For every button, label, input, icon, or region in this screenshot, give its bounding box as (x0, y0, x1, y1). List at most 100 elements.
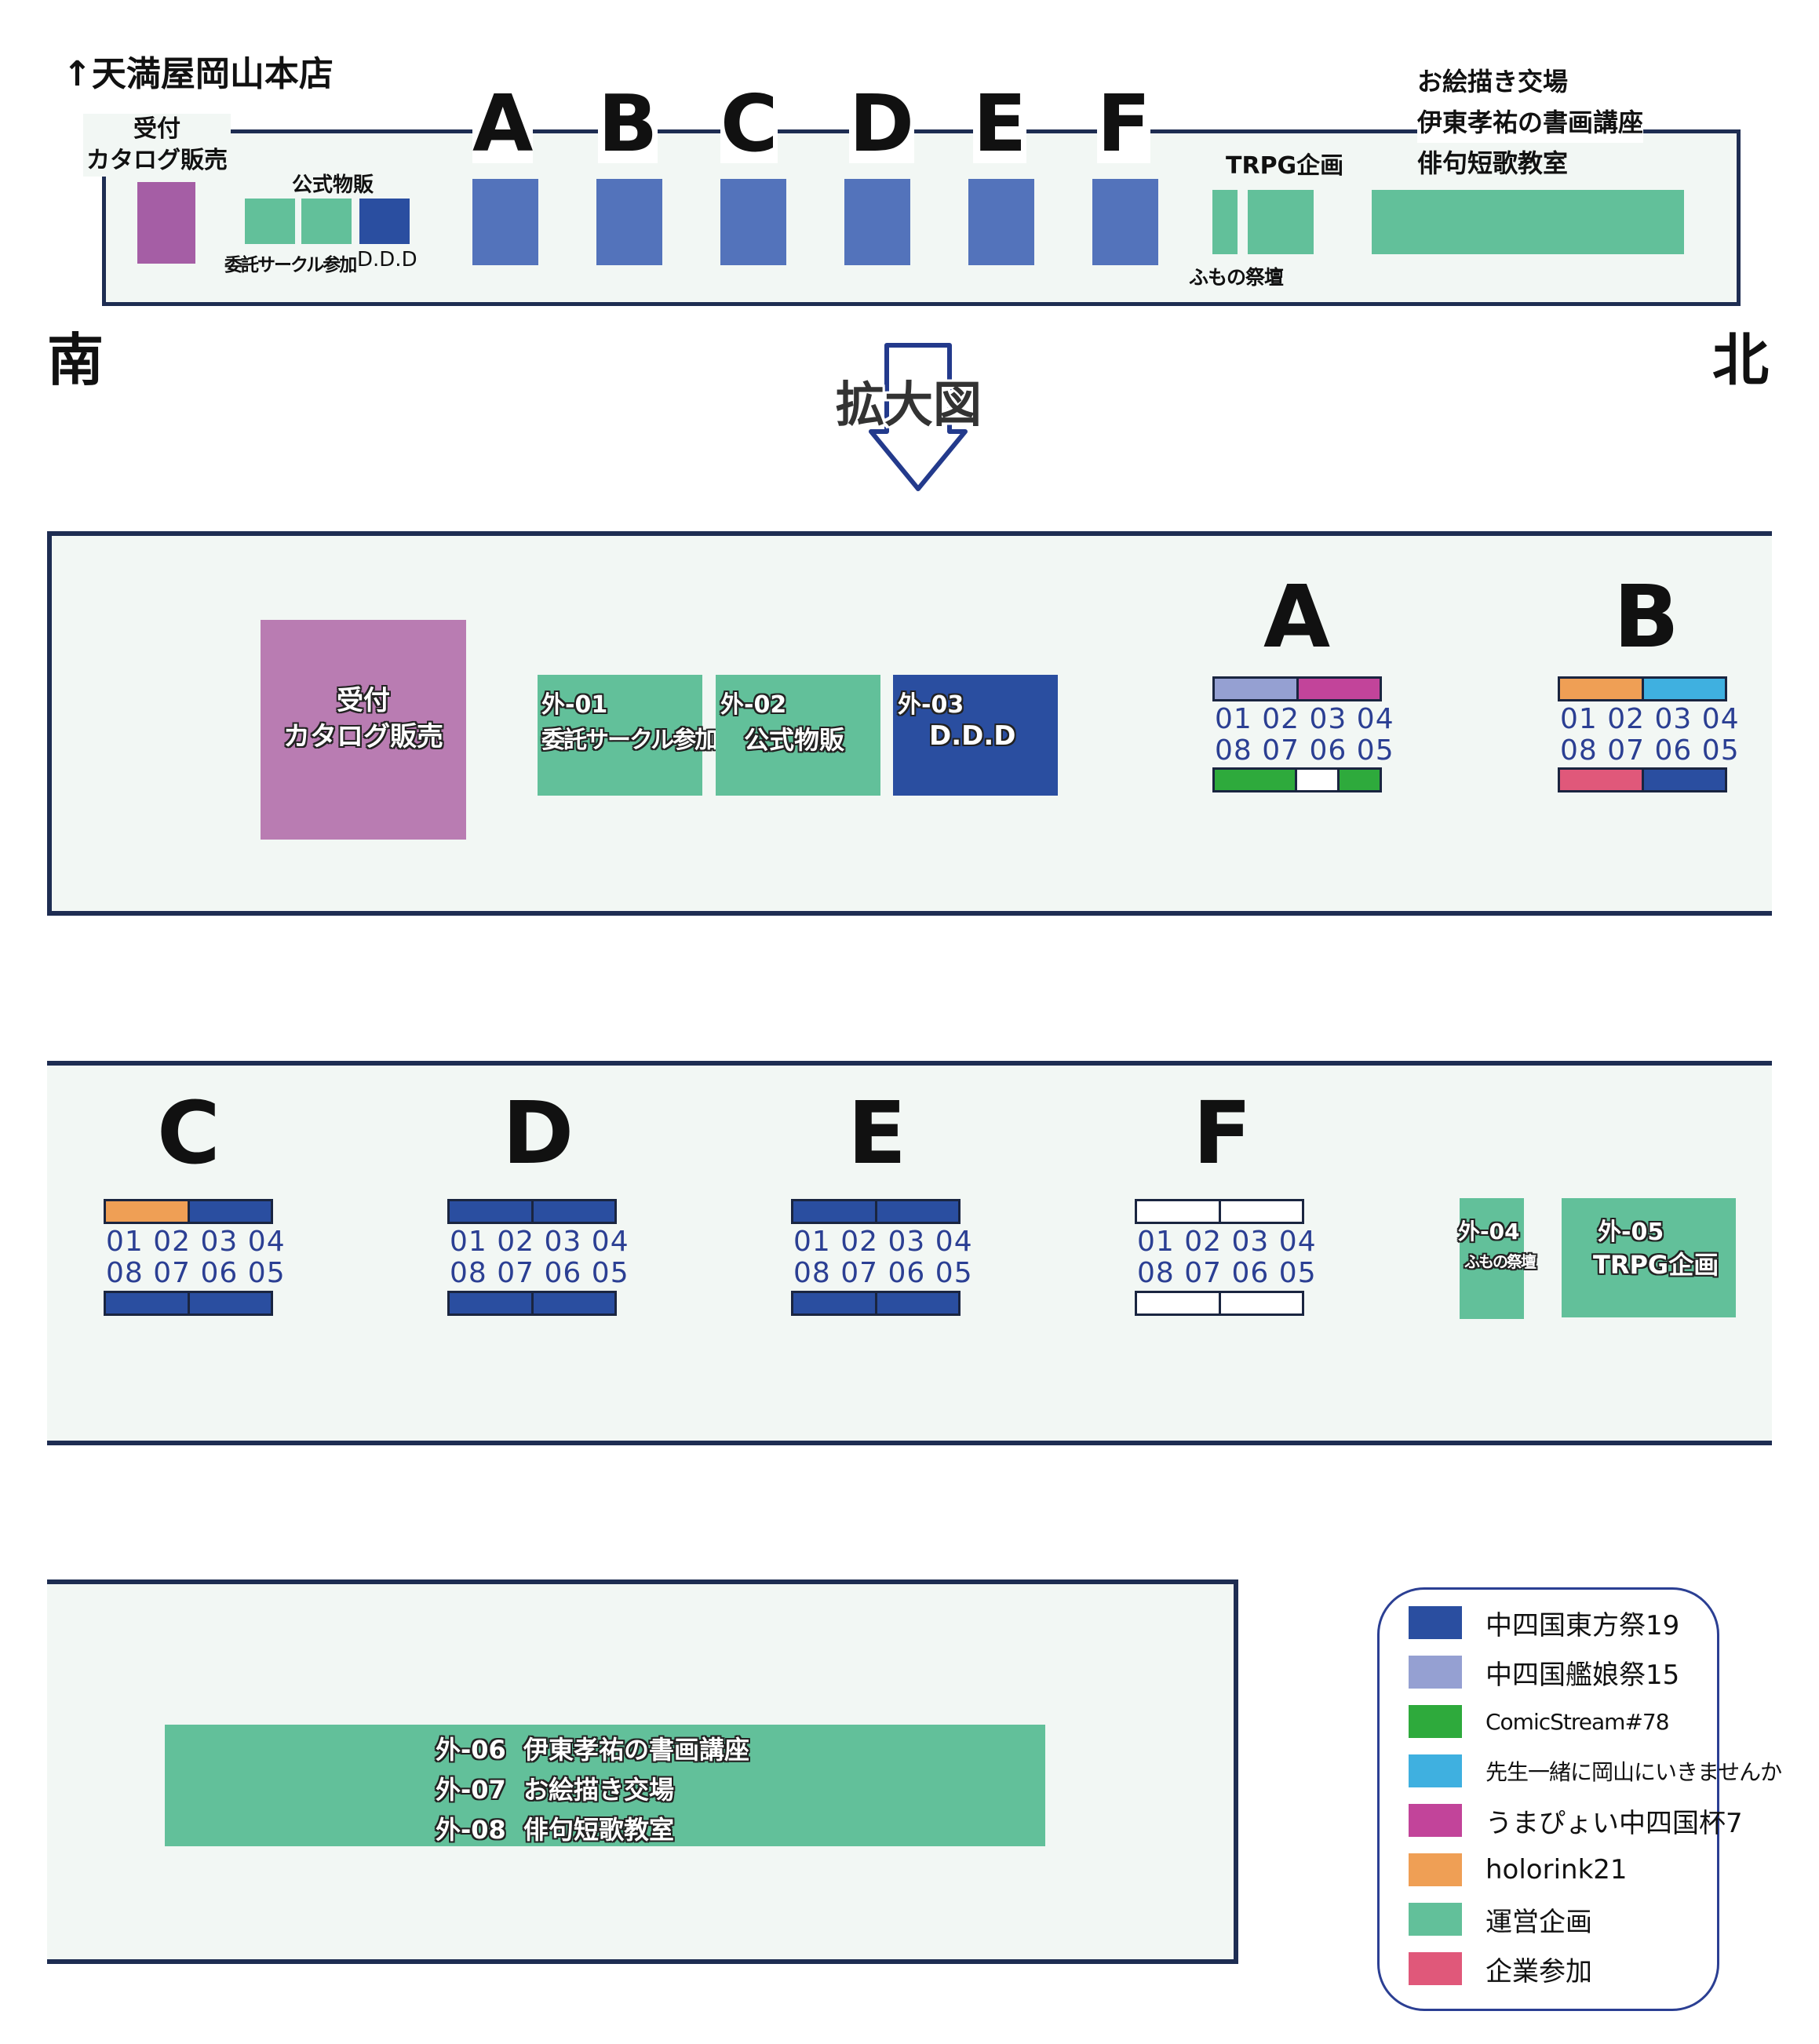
overview-events-label: お絵描き交場 伊東孝祐の書画講座 俳句短歌教室 (1417, 67, 1644, 178)
zoom-g05-name: TRPG企画 (1593, 1250, 1719, 1280)
overview-ddd-label: D.D.D (357, 248, 417, 271)
legend-label: 中四国東方祭19 (1485, 1609, 1680, 1641)
legend-item: うまぴょい中四国杯7 (1409, 1804, 1743, 1839)
zoom-g01-code: 外-01 (541, 691, 608, 719)
overview-island-f (1092, 179, 1158, 265)
island-a-top-left (1215, 679, 1296, 699)
island-f-bottom-left (1137, 1293, 1219, 1313)
overview-letter-e: E (973, 78, 1027, 169)
store-direction-label: ↑天満屋岡山本店 (63, 54, 334, 94)
island-d-top-right (530, 1201, 614, 1222)
legend-swatch (1409, 1656, 1462, 1689)
island-b-letter: B (1613, 567, 1679, 667)
overview-ddd-block (359, 199, 410, 244)
legend-swatch (1409, 1754, 1462, 1787)
zoom-reception-label: 受付 カタログ販売 (283, 685, 443, 752)
legend-label: 中四国艦娘祭15 (1485, 1659, 1680, 1691)
island-f-top-left (1137, 1201, 1219, 1222)
island-a-bottom-right (1337, 770, 1380, 790)
island-f-bottom-right (1218, 1293, 1302, 1313)
island-d-bottom-right (530, 1293, 614, 1313)
legend-swatch (1409, 1853, 1462, 1886)
overview-letter-c: C (720, 78, 778, 169)
legend-swatch (1409, 1903, 1462, 1936)
overview-trpg-block (1248, 190, 1314, 254)
zoom-g02-code: 外-02 (720, 691, 787, 719)
island-d-top-left (450, 1201, 531, 1222)
legend-item: 中四国東方祭19 (1409, 1606, 1680, 1641)
island-b-bottom-bar (1558, 767, 1727, 792)
island-a-bottom-left (1215, 770, 1295, 790)
island-c-top-right (187, 1201, 271, 1222)
island-a-top-right (1296, 679, 1380, 699)
island-f-bottom-numbers: 08 07 06 05 (1137, 1257, 1317, 1289)
overview-events-block (1372, 190, 1684, 254)
island-c-bottom-numbers: 08 07 06 05 (106, 1257, 286, 1289)
island-e-top-left (793, 1201, 875, 1222)
island-b-top-numbers: 01 02 03 04 (1560, 703, 1740, 735)
island-c-bottom-bar (104, 1291, 273, 1316)
island-d-top-bar (447, 1199, 617, 1224)
island-c-letter: C (157, 1083, 221, 1183)
island-a-bottom-numbers: 08 07 06 05 (1215, 734, 1394, 767)
zoom-events-block (165, 1725, 1045, 1846)
island-b-bottom-left (1560, 770, 1642, 790)
legend-swatch (1409, 1705, 1462, 1738)
legend-item: ComicStream#78 (1409, 1705, 1670, 1738)
overview-official-block (301, 199, 352, 244)
island-e-bottom-bar (791, 1291, 961, 1316)
island-b-top-bar (1558, 676, 1727, 701)
zoom-reception-block (261, 620, 466, 840)
overview-letter-a: A (472, 78, 534, 169)
island-d-bottom-bar (447, 1291, 617, 1316)
legend-label: 運営企画 (1485, 1906, 1592, 1938)
island-e-top-numbers: 01 02 03 04 (793, 1226, 973, 1258)
island-b-top-left (1560, 679, 1642, 699)
island-c-top-numbers: 01 02 03 04 (106, 1226, 286, 1258)
island-f-top-bar (1135, 1199, 1304, 1224)
overview-official-label: 公式物販 (292, 173, 374, 197)
island-e-bottom-right (874, 1293, 958, 1313)
island-a-top-numbers: 01 02 03 04 (1215, 703, 1394, 735)
overview-consign-block (245, 199, 295, 244)
island-e-letter: E (848, 1083, 907, 1183)
overview-letter-b: B (598, 78, 658, 169)
zoom-g02-name: 公式物販 (744, 725, 845, 755)
zoom-g04-code: 外-04 (1458, 1219, 1520, 1244)
island-a-bottom-mid (1295, 770, 1337, 790)
zoom-g05-block (1562, 1198, 1736, 1317)
overview-reception-block (137, 182, 195, 264)
island-d-bottom-left (450, 1293, 531, 1313)
island-b-top-right (1641, 679, 1725, 699)
legend-label: うまぴょい中四国杯7 (1485, 1807, 1743, 1839)
legend-swatch (1409, 1606, 1462, 1639)
overview-island-b (596, 179, 662, 265)
island-f-top-right (1218, 1201, 1302, 1222)
island-e-top-bar (791, 1199, 961, 1224)
legend (1377, 1587, 1719, 2011)
zoom-g01-block (538, 675, 702, 796)
zoom-g03-code: 外-03 (898, 691, 964, 719)
legend-item: 企業参加 (1409, 1952, 1592, 1988)
island-e-bottom-left (793, 1293, 875, 1313)
zoom-g03-block (893, 675, 1058, 796)
overview-consign-label: 委託サークル参加 (224, 255, 357, 275)
zoom-g05-code: 外-05 (1598, 1219, 1664, 1246)
zoom-arrow-icon (869, 343, 968, 491)
island-a-letter: A (1263, 567, 1331, 667)
overview-island-e (968, 179, 1034, 265)
island-c-top-bar (104, 1199, 273, 1224)
overview-letter-d: D (849, 78, 915, 169)
overview-island-c (720, 179, 786, 265)
legend-swatch (1409, 1804, 1462, 1837)
overview-letter-f: F (1097, 78, 1151, 169)
island-d-letter: D (502, 1083, 574, 1183)
north-label: 北 (1712, 327, 1770, 393)
overview-island-a (472, 179, 538, 265)
legend-label: ComicStream#78 (1485, 1708, 1670, 1735)
island-a-top-bar (1212, 676, 1382, 701)
overview-fumono-block (1212, 190, 1238, 254)
